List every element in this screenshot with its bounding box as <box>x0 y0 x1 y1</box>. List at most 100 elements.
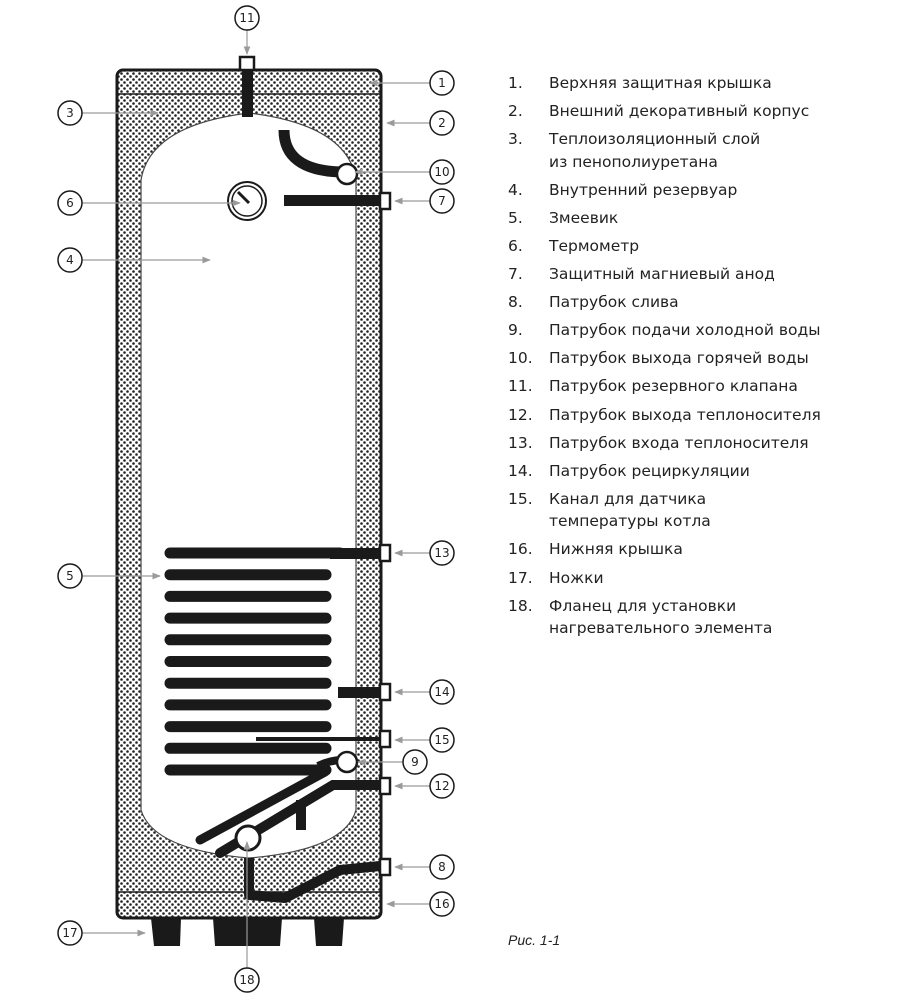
legend-item: 11.Патрубок резервного клапана <box>508 375 908 398</box>
callout-circle <box>429 727 455 753</box>
callout-label: 17 <box>62 926 77 940</box>
drain-nozzle <box>378 857 392 877</box>
legend-number: 11. <box>508 377 533 396</box>
callout-label: 5 <box>66 569 74 583</box>
legend-item: 9. Патрубок подачи холодной воды <box>508 319 908 342</box>
legend-text: Патрубок входа теплоносителя <box>549 433 809 452</box>
callout-circle <box>429 773 455 799</box>
legend-text: Ножки <box>549 568 604 587</box>
callout-circle <box>234 967 260 993</box>
callout-9: 9 <box>357 749 428 775</box>
callout-circle <box>429 159 455 185</box>
callout-circle <box>57 247 83 273</box>
callout-label: 13 <box>434 546 449 560</box>
callout-circle <box>429 540 455 566</box>
legend-text: Фланец для установки нагревательного эле… <box>549 596 773 638</box>
callout-circle <box>429 110 455 136</box>
legend-number: 8. <box>508 293 523 312</box>
legend-item: 15.Канал для датчика температуры котла <box>508 488 908 533</box>
callout-circle <box>402 749 428 775</box>
callout-label: 18 <box>239 973 254 987</box>
callout-label: 7 <box>438 194 446 208</box>
coil-inlet-nozzle <box>378 543 392 563</box>
reserve-valve-pipe <box>242 70 253 117</box>
legend-text: Теплоизоляционный слой из пенополиуретан… <box>549 130 761 171</box>
legend-text: Змеевик <box>549 208 619 227</box>
callout-18: 18 <box>234 841 260 993</box>
legend-text: Патрубок подачи холодной воды <box>549 321 821 340</box>
coil-outlet-nozzle <box>378 776 392 796</box>
callout-5: 5 <box>57 563 161 589</box>
recirculation-nozzle <box>378 682 392 702</box>
callout-label: 3 <box>66 106 74 120</box>
magnesium-anode <box>284 195 380 206</box>
heating-element-flange <box>234 824 262 852</box>
hot-water-outlet <box>335 162 359 186</box>
callout-16: 16 <box>386 891 455 917</box>
callout-circle <box>429 70 455 96</box>
legend-number: 5. <box>508 208 523 227</box>
legend-number: 18. <box>508 596 533 615</box>
callout-circle <box>57 190 83 216</box>
callout-10: 10 <box>354 159 455 185</box>
legend-text: Патрубок выхода теплоносителя <box>549 405 821 424</box>
legend-number: 10. <box>508 349 533 368</box>
legend-number: 16. <box>508 540 533 559</box>
anode-nozzle <box>378 191 392 211</box>
legend-item: 1.Верхняя защитная крышка <box>508 72 908 95</box>
legend-item: 5. Змеевик <box>508 207 908 230</box>
leg-left <box>151 918 181 946</box>
coil-support <box>296 800 306 830</box>
cold-water-inlet <box>335 750 359 774</box>
callout-circle <box>57 100 83 126</box>
callout-7: 7 <box>394 188 455 214</box>
legend-text: Канал для датчика температуры котла <box>549 489 711 531</box>
legend-number: 9. <box>508 321 523 340</box>
legend-text: Патрубок рециркуляции <box>549 461 750 480</box>
legend: 1.Верхняя защитная крышка 2.Внешний декор… <box>508 72 908 645</box>
sensor-channel-nozzle <box>378 729 392 749</box>
callout-label: 11 <box>239 11 254 25</box>
callout-label: 4 <box>66 253 74 267</box>
legend-text: Внутренний резервуар <box>549 180 738 199</box>
drain-pipe <box>244 858 381 903</box>
legend-item: 17. Ножки <box>508 567 908 590</box>
legend-number: 4. <box>508 180 523 199</box>
callout-label: 15 <box>434 733 449 747</box>
callout-12: 12 <box>394 773 455 799</box>
legend-item: 6.Термометр <box>508 235 908 258</box>
callout-circle <box>429 891 455 917</box>
reserve-valve-nozzle <box>238 55 256 72</box>
callout-circle <box>429 679 455 705</box>
callout-circle <box>234 5 260 31</box>
legend-item: 10.Патрубок выхода горячей воды <box>508 347 908 370</box>
legend-number: 7. <box>508 265 523 284</box>
legend-item: 14.Патрубок рециркуляции <box>508 460 908 483</box>
legend-number: 13. <box>508 433 533 452</box>
legend-item: 2.Внешний декоративный корпус <box>508 100 908 123</box>
coil-inlet-pipe <box>330 548 380 559</box>
callout-1: 1 <box>369 70 455 96</box>
callout-14: 14 <box>394 679 455 705</box>
legend-item: 4. Внутренний резервуар <box>508 179 908 202</box>
callout-label: 10 <box>434 165 449 179</box>
recirculation-pipe <box>338 687 380 698</box>
cold-water-diagonal-pipe <box>195 767 330 845</box>
legend-text: Внешний декоративный корпус <box>549 102 810 121</box>
legend-text: Защитный магниевый анод <box>549 265 775 284</box>
legend-number: 17. <box>508 568 533 587</box>
legend-number: 12. <box>508 405 533 424</box>
legend-item: 3.Теплоизоляционный слой из пенополиурет… <box>508 128 908 173</box>
callout-15: 15 <box>394 727 455 753</box>
callout-label: 6 <box>66 196 74 210</box>
callout-label: 2 <box>438 116 446 130</box>
callout-4: 4 <box>57 247 211 273</box>
callout-label: 14 <box>434 685 449 699</box>
callout-label: 12 <box>434 779 449 793</box>
callout-6: 6 <box>57 190 241 216</box>
legend-text: Термометр <box>549 236 640 255</box>
leg-right <box>314 918 344 946</box>
legend-item: 8.Патрубок слива <box>508 291 908 314</box>
callout-label: 9 <box>411 755 419 769</box>
